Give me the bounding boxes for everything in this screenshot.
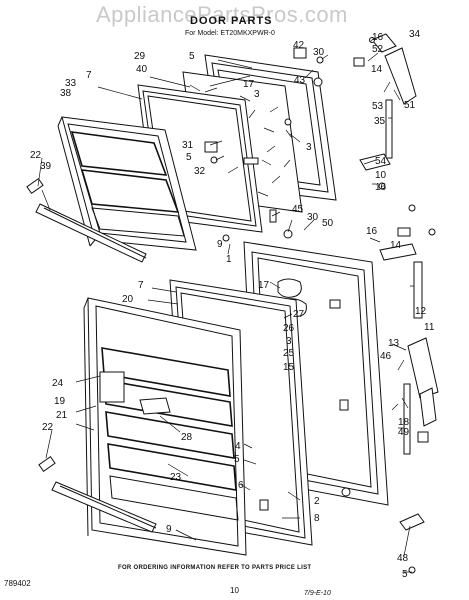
callout-30b: 30 — [307, 212, 319, 223]
callout-31: 31 — [182, 140, 194, 151]
callout-3c: 3 — [286, 336, 292, 347]
freezer-shelf-rail — [35, 203, 147, 263]
callout-16a: 16 — [372, 32, 384, 43]
ordering-note: FOR ORDERING INFORMATION REFER TO PARTS … — [118, 565, 312, 571]
callout-14b: 14 — [390, 240, 402, 251]
callout-8: 8 — [314, 513, 320, 524]
callout-53: 53 — [372, 101, 384, 112]
callout-25: 25 — [283, 348, 295, 359]
diagram-title: DOOR PARTS — [190, 15, 273, 27]
callout-32: 32 — [194, 166, 206, 177]
watermark: AppliancePartsPros.com — [96, 2, 348, 27]
callout-34: 34 — [409, 29, 421, 40]
callout-9b: 9 — [166, 524, 172, 535]
callout-54: 54 — [375, 156, 387, 167]
callout-23: 23 — [170, 472, 182, 483]
callout-6: 6 — [238, 480, 244, 491]
callout-49: 49 — [398, 427, 410, 438]
freezer-door-stop — [26, 178, 44, 194]
callout-27: 27 — [293, 309, 305, 320]
callout-14a: 14 — [371, 64, 383, 75]
callout-19: 19 — [54, 396, 66, 407]
callout-12: 12 — [415, 306, 427, 317]
callout-48: 48 — [397, 553, 409, 564]
document-number: 789402 — [4, 579, 31, 588]
callout-40: 40 — [136, 64, 148, 75]
callout-10a: 10 — [375, 170, 387, 181]
callout-17b: 17 — [258, 280, 270, 291]
callout-22b: 22 — [42, 422, 54, 433]
callout-1: 1 — [226, 254, 232, 265]
callout-7b: 7 — [138, 280, 144, 291]
callout-51: 51 — [404, 100, 416, 111]
model-line: For Model: ET20MKXPWR-0 — [185, 30, 275, 37]
callout-5c: 5 — [234, 454, 240, 465]
callout-46: 46 — [380, 351, 392, 362]
date-code: 7/9-E-10 — [304, 590, 331, 597]
callout-11: 11 — [424, 322, 435, 333]
fresh-food-door-liner — [83, 297, 247, 556]
callout-26: 26 — [283, 323, 295, 334]
callout-33: 33 — [65, 78, 77, 89]
callout-35: 35 — [374, 116, 386, 127]
callout-3a: 3 — [254, 89, 260, 100]
callout-15: 15 — [283, 362, 295, 373]
callout-45: 45 — [292, 204, 304, 215]
callout-29: 29 — [134, 51, 146, 62]
upper-door-hardware — [204, 118, 292, 242]
side-hinge-hardware — [259, 204, 439, 574]
callout-leader-lines — [37, 37, 414, 573]
callout-17a: 17 — [243, 79, 255, 90]
callout-21: 21 — [56, 410, 68, 421]
freezer-door-liner — [57, 116, 197, 251]
callout-13: 13 — [388, 338, 400, 349]
callout-2: 2 — [314, 496, 320, 507]
callout-22a: 22 — [30, 150, 42, 161]
callout-5a: 5 — [189, 51, 195, 62]
callout-43: 43 — [294, 75, 306, 86]
callout-7a: 7 — [86, 70, 92, 81]
page-number: 10 — [230, 586, 239, 595]
callout-16c: 16 — [366, 226, 378, 237]
callout-39: 39 — [40, 161, 52, 172]
callout-28: 28 — [181, 432, 193, 443]
callout-18: 18 — [398, 417, 410, 428]
fresh-food-shelf-rail — [38, 456, 157, 533]
callout-52: 52 — [372, 44, 384, 55]
callout-3b: 3 — [306, 142, 312, 153]
callout-30a: 30 — [313, 47, 325, 58]
top-hinge-hardware — [293, 33, 417, 190]
callout-4: 4 — [235, 441, 241, 452]
callout-24: 24 — [52, 378, 64, 389]
callout-50: 50 — [322, 218, 334, 229]
callout-20: 20 — [122, 294, 134, 305]
callout-5d: 5 — [402, 569, 408, 580]
callout-42: 42 — [293, 40, 305, 51]
callout-labels: 16 42 30 52 34 29 5 40 43 14 17 3 53 51 … — [30, 29, 435, 580]
callout-5b: 5 — [186, 152, 192, 163]
callout-38: 38 — [60, 88, 72, 99]
callout-9a: 9 — [217, 239, 223, 250]
callout-16b: 16 — [375, 182, 387, 193]
